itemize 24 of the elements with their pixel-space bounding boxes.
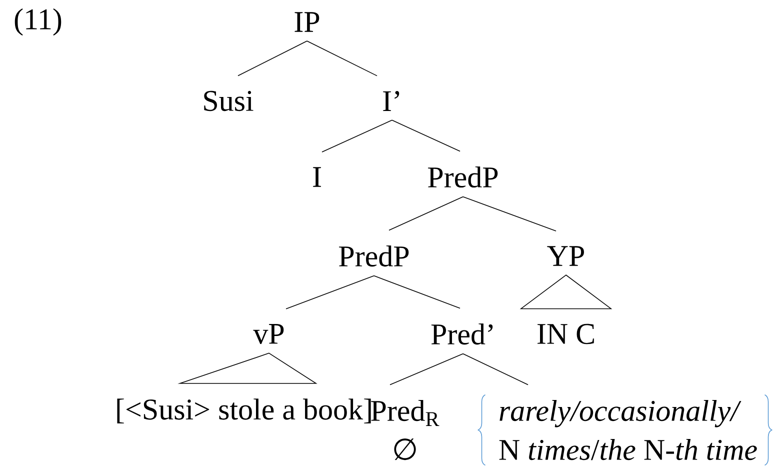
- branch-line: [388, 196, 464, 231]
- tree-label: Pred’: [431, 323, 493, 345]
- tree-label: vP: [253, 324, 284, 344]
- example-number: (11): [14, 8, 62, 36]
- tree-label: IP: [294, 12, 320, 32]
- tree-label: I: [313, 167, 321, 187]
- tree-label: PredP: [339, 245, 409, 267]
- tree-label: I’: [383, 91, 400, 111]
- branch-line: [374, 275, 460, 309]
- terminal-label: Pred$_{R}$ ∅: [371, 400, 440, 460]
- tree-label: IN C: [538, 324, 594, 344]
- tree-label: PredP: [428, 166, 498, 188]
- branch-line: [462, 353, 528, 386]
- branch-line: [286, 275, 374, 310]
- branch-line: [462, 196, 556, 232]
- branch-line: [238, 40, 308, 76]
- tree-label: YP: [547, 246, 584, 266]
- tree-label: Susi: [204, 90, 254, 112]
- branch-line: [306, 40, 378, 76]
- option-list: rarely/occasionally/ N times/the N-th time: [478, 394, 772, 466]
- branch-line: [392, 120, 460, 152]
- branch-line: [322, 120, 392, 152]
- branch-line: [390, 353, 464, 386]
- phrase-text: [<Susi> stole a book]: [117, 398, 371, 424]
